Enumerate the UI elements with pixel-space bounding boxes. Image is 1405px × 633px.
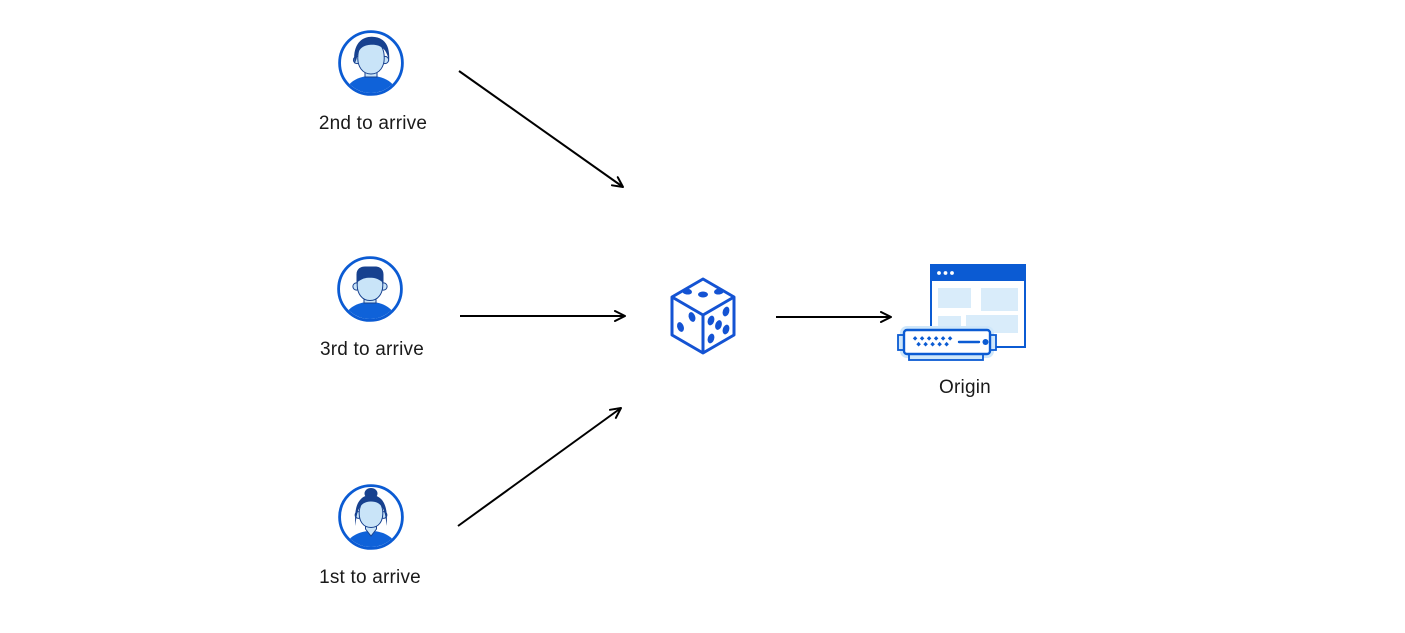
browser-title-bar [931, 265, 1025, 281]
dice-node [668, 276, 738, 356]
origin-server [896, 324, 1000, 366]
client-label-2nd: 2nd to arrive [318, 113, 428, 134]
server-power-led [982, 339, 989, 345]
avatar-woman-bun-icon [338, 484, 404, 550]
arrow-client-1st-to-dice [457, 407, 622, 527]
client-label-3rd: 3rd to arrive [320, 339, 424, 360]
avatar-man-flat-top-icon [337, 256, 403, 322]
client-node-1st [338, 484, 404, 550]
client-label-1st: 1st to arrive [319, 567, 421, 588]
origin-label: Origin [939, 377, 991, 398]
server-icon [897, 326, 997, 361]
avatar-man-side-part-icon [338, 30, 404, 96]
client-node-2nd [338, 30, 404, 96]
arrow-client-2nd-to-dice [458, 70, 624, 188]
client-node-3rd [337, 256, 403, 322]
dice-icon [670, 277, 736, 355]
